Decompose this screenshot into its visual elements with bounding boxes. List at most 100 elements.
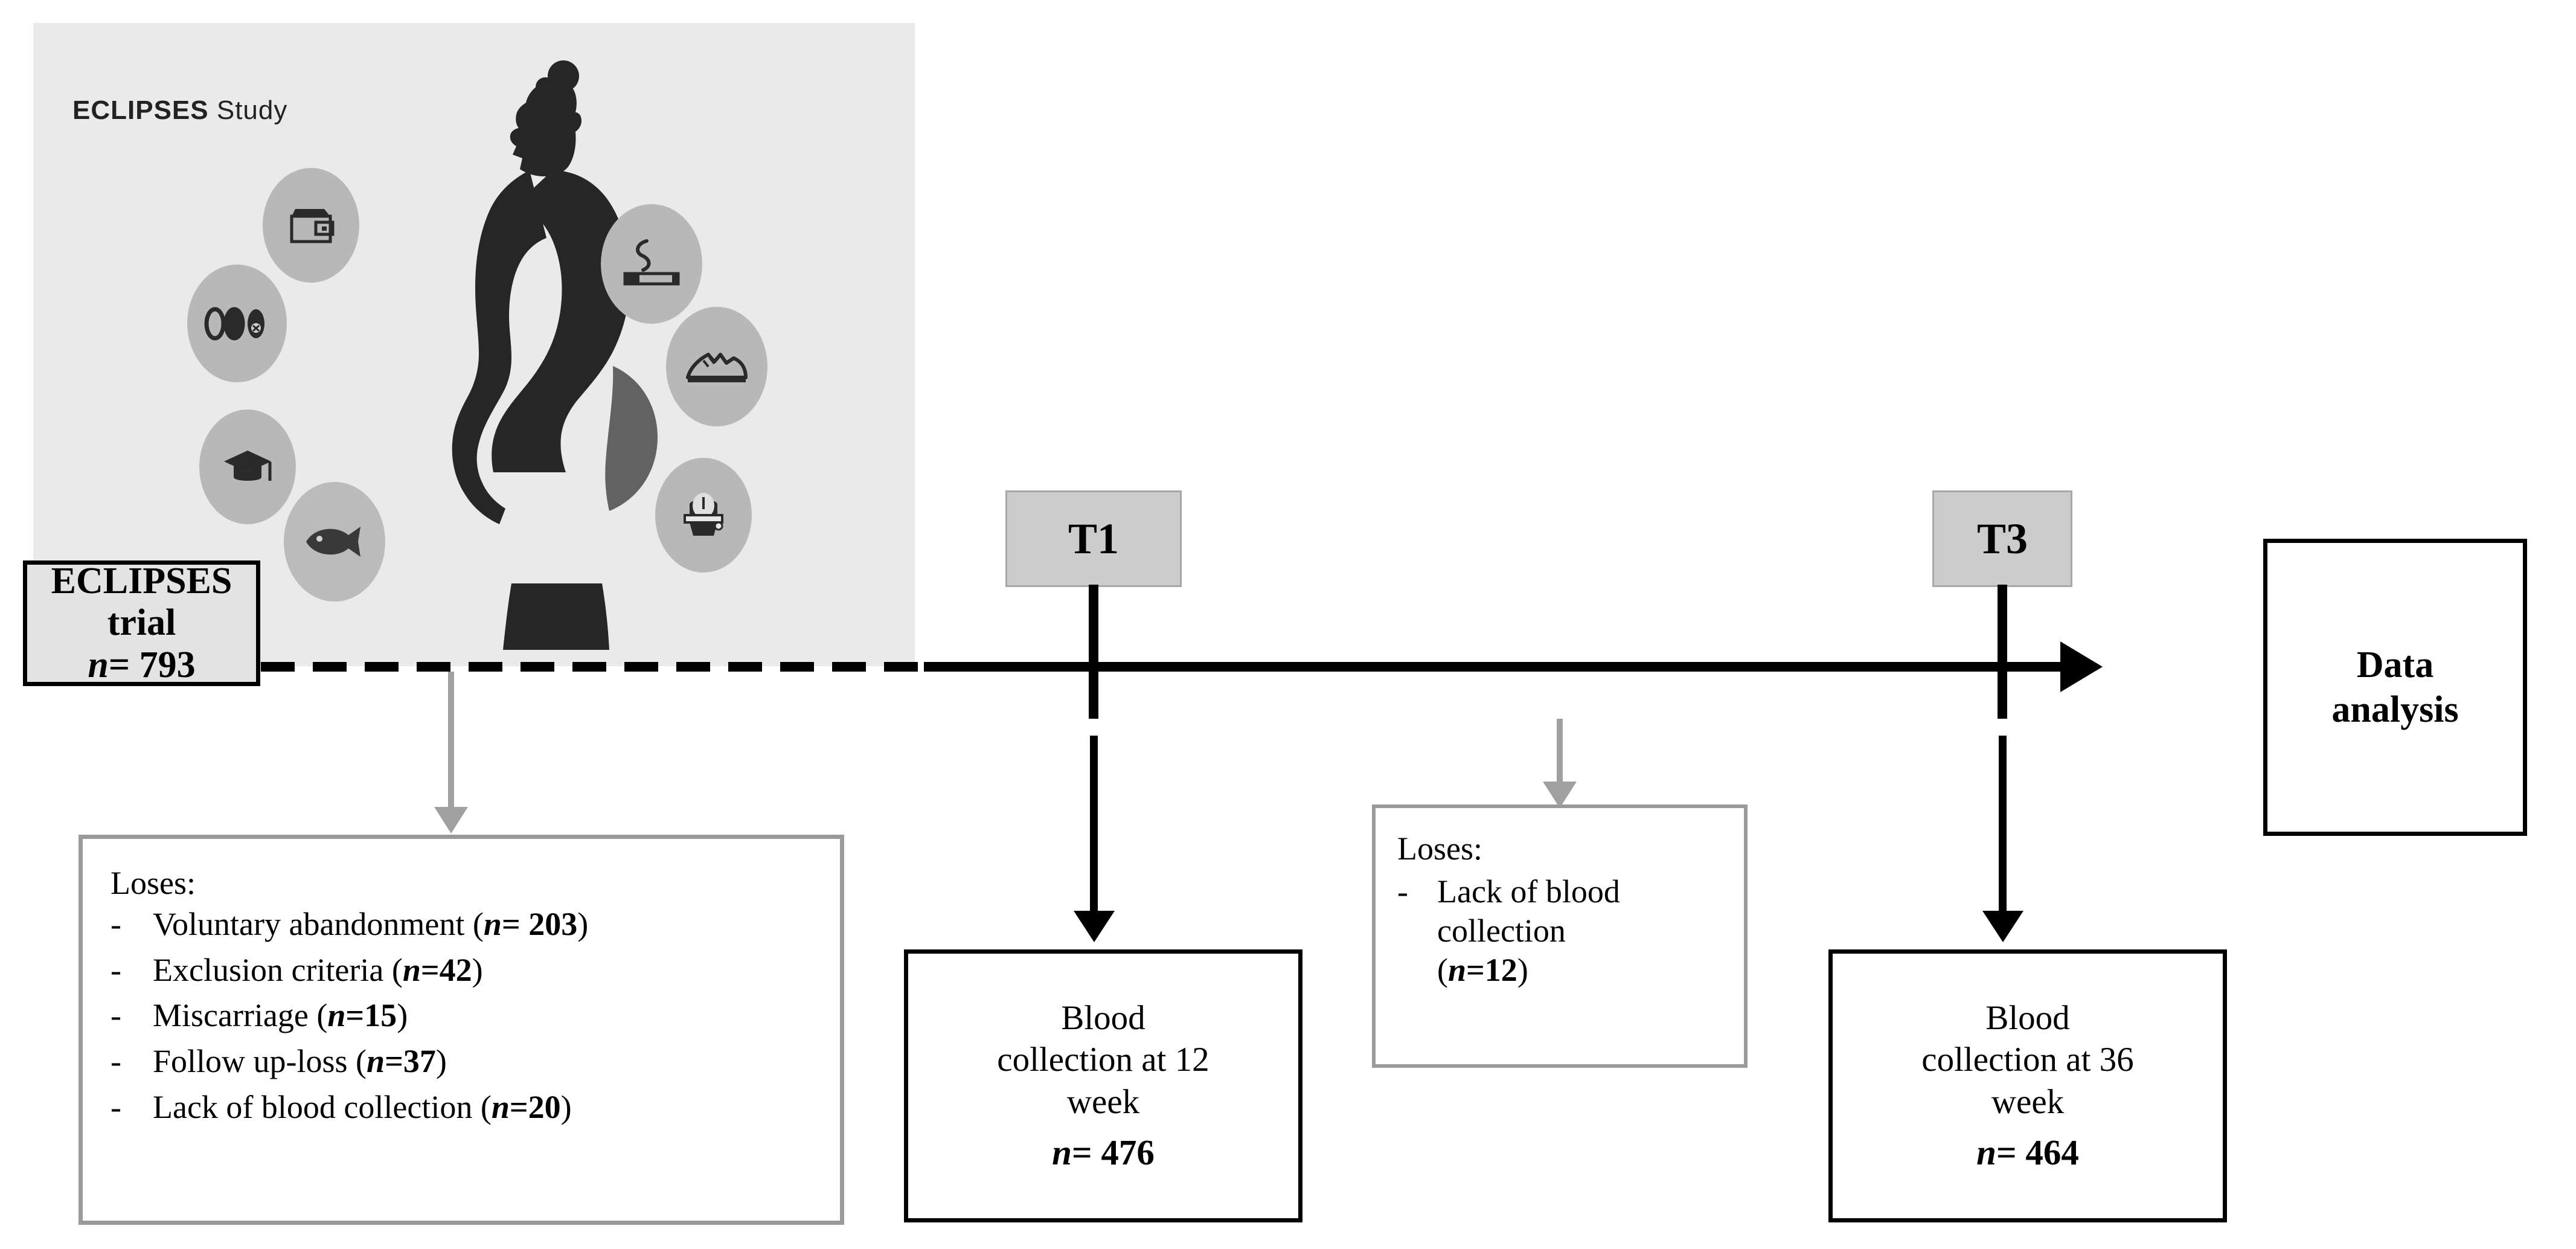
blood36-n-value: = 464 (1996, 1132, 2079, 1173)
trial-n: n= 793 (88, 644, 195, 686)
data-analysis-box: Data analysis (2263, 539, 2527, 836)
mid-n-value: =12 (1466, 951, 1517, 988)
timeline-dashed-segment (261, 662, 925, 672)
t3-tick-lower (1998, 672, 2007, 719)
item-close-paren: ) (435, 1043, 447, 1080)
t1-drop-arrowhead (1074, 911, 1115, 942)
loses-mid-box: Loses: - Lack of blood collection (n=12) (1372, 804, 1748, 1068)
trial-n-value: = 793 (108, 644, 196, 686)
list-item: - Lack of blood collection (n=12) (1397, 872, 1744, 989)
t3-timepoint-box: T3 (1932, 490, 2072, 587)
badge-education (199, 409, 296, 524)
bullet-dash: - (111, 1088, 121, 1125)
t3-drop-arrowhead (1982, 911, 2023, 942)
eclipses-study-logo: ECLIPSES Study (72, 95, 287, 126)
item-label: Miscarriage ( (153, 997, 328, 1034)
blood36-n-symbol: n (1976, 1132, 1996, 1173)
timeline-arrowhead (2060, 641, 2103, 692)
blood-collection-12-week-box: Blood collection at 12 week n= 476 (904, 949, 1302, 1222)
badge-pills (187, 265, 287, 382)
blood12-n: n= 476 (1052, 1131, 1155, 1175)
list-item: - Exclusion criteria (n=42) (111, 951, 840, 990)
timeline-solid-segment (924, 662, 2065, 672)
graduation-cap-icon (224, 451, 272, 481)
loses-main-connector-arrowhead (434, 807, 468, 833)
cigarette-icon (623, 239, 680, 286)
t3-label: T3 (1976, 514, 2028, 563)
loses-mid-heading: Loses: (1397, 830, 1482, 867)
trial-line1: ECLIPSES (51, 560, 232, 602)
item-label: Voluntary abandonment ( (153, 906, 484, 942)
pills-icon (204, 307, 264, 340)
blood12-line1: Blood (1061, 998, 1145, 1037)
weight-scale-icon (684, 493, 723, 536)
blood36-line1: Blood (1985, 998, 2070, 1037)
trial-line2: trial (107, 602, 176, 644)
eclipses-illustration-panel: ECLIPSES Study (33, 23, 915, 666)
item-n-symbol: n (491, 1088, 510, 1125)
logo-bold-text: ECLIPSES (72, 95, 209, 125)
t1-tick-upper (1089, 585, 1098, 672)
list-item: - Follow up-loss (n=37) (111, 1042, 840, 1081)
data-analysis-line2: analysis (2331, 689, 2459, 730)
blood36-n: n= 464 (1976, 1131, 2079, 1175)
loses-item-text: Exclusion criteria (n=42) (153, 951, 840, 990)
trial-n-symbol: n (88, 644, 109, 686)
loses-main-heading: Loses: (111, 865, 196, 901)
item-n-symbol: n (402, 951, 421, 988)
list-item: - Lack of blood collection (n=20) (111, 1088, 840, 1127)
item-close-paren: ) (577, 906, 589, 942)
loses-item-text: Lack of blood collection (n=20) (153, 1088, 840, 1127)
loses-item-text: Miscarriage (n=15) (153, 997, 840, 1035)
loses-main-connector-line (448, 672, 454, 808)
t1-tick-lower (1089, 672, 1098, 719)
item-label: Follow up-loss ( (153, 1043, 367, 1080)
wallet-icon (290, 209, 335, 243)
loses-item-text: Voluntary abandonment (n= 203) (153, 905, 840, 944)
badge-fish (284, 482, 385, 602)
item-n-value: = 203 (501, 906, 578, 942)
list-item: - Miscarriage (n=15) (111, 997, 840, 1035)
eclipses-trial-box: ECLIPSES trial n= 793 (23, 560, 260, 686)
data-analysis-line1: Data (2356, 644, 2434, 686)
item-n-value: =20 (509, 1088, 561, 1125)
fish-icon (306, 527, 360, 557)
blood-collection-36-week-box: Blood collection at 36 week n= 464 (1828, 949, 2227, 1222)
item-label: Lack of blood collection ( (153, 1088, 492, 1125)
t3-drop-line (1999, 736, 2007, 913)
blood36-line3: week (1991, 1082, 2065, 1121)
bullet-dash: - (111, 1043, 121, 1080)
mid-close-paren: ) (1517, 951, 1528, 988)
loses-mid-item-text: Lack of blood collection (n=12) (1437, 872, 1744, 989)
blood12-n-value: = 476 (1071, 1132, 1155, 1173)
blood12-n-symbol: n (1052, 1132, 1072, 1173)
logo-regular-text: Study (208, 95, 288, 125)
blood36-line2: collection at 36 (1921, 1041, 2134, 1079)
loses-mid-connector-line (1557, 719, 1563, 784)
badge-physical-activity (666, 307, 767, 426)
t3-tick-upper (1998, 585, 2007, 672)
mid-open-paren: ( (1437, 951, 1448, 988)
t1-timepoint-box: T1 (1005, 490, 1182, 587)
mid-n-symbol: n (1447, 951, 1467, 988)
bullet-dash: - (111, 951, 121, 988)
loses-item-text: Follow up-loss (n=37) (153, 1042, 840, 1081)
item-n-symbol: n (327, 997, 346, 1034)
t1-label: T1 (1068, 514, 1120, 563)
pregnant-woman-silhouette (452, 60, 658, 650)
item-close-paren: ) (560, 1088, 572, 1125)
item-n-symbol: n (483, 906, 502, 942)
bullet-dash: - (1397, 873, 1408, 910)
item-label: Exclusion criteria ( (153, 951, 403, 988)
t1-drop-line (1090, 736, 1098, 913)
badge-weight (655, 458, 752, 573)
loses-main-list: - Voluntary abandonment (n= 203) - Exclu… (111, 905, 840, 1127)
list-item: - Voluntary abandonment (n= 203) (111, 905, 840, 944)
item-n-value: =42 (420, 951, 472, 988)
loses-main-box: Loses: - Voluntary abandonment (n= 203) … (78, 835, 844, 1225)
mid-item-line2: collection (1437, 912, 1566, 949)
item-close-paren: ) (397, 997, 408, 1034)
badge-smoking (601, 204, 702, 324)
bullet-dash: - (111, 997, 121, 1034)
blood12-line3: week (1066, 1082, 1140, 1121)
